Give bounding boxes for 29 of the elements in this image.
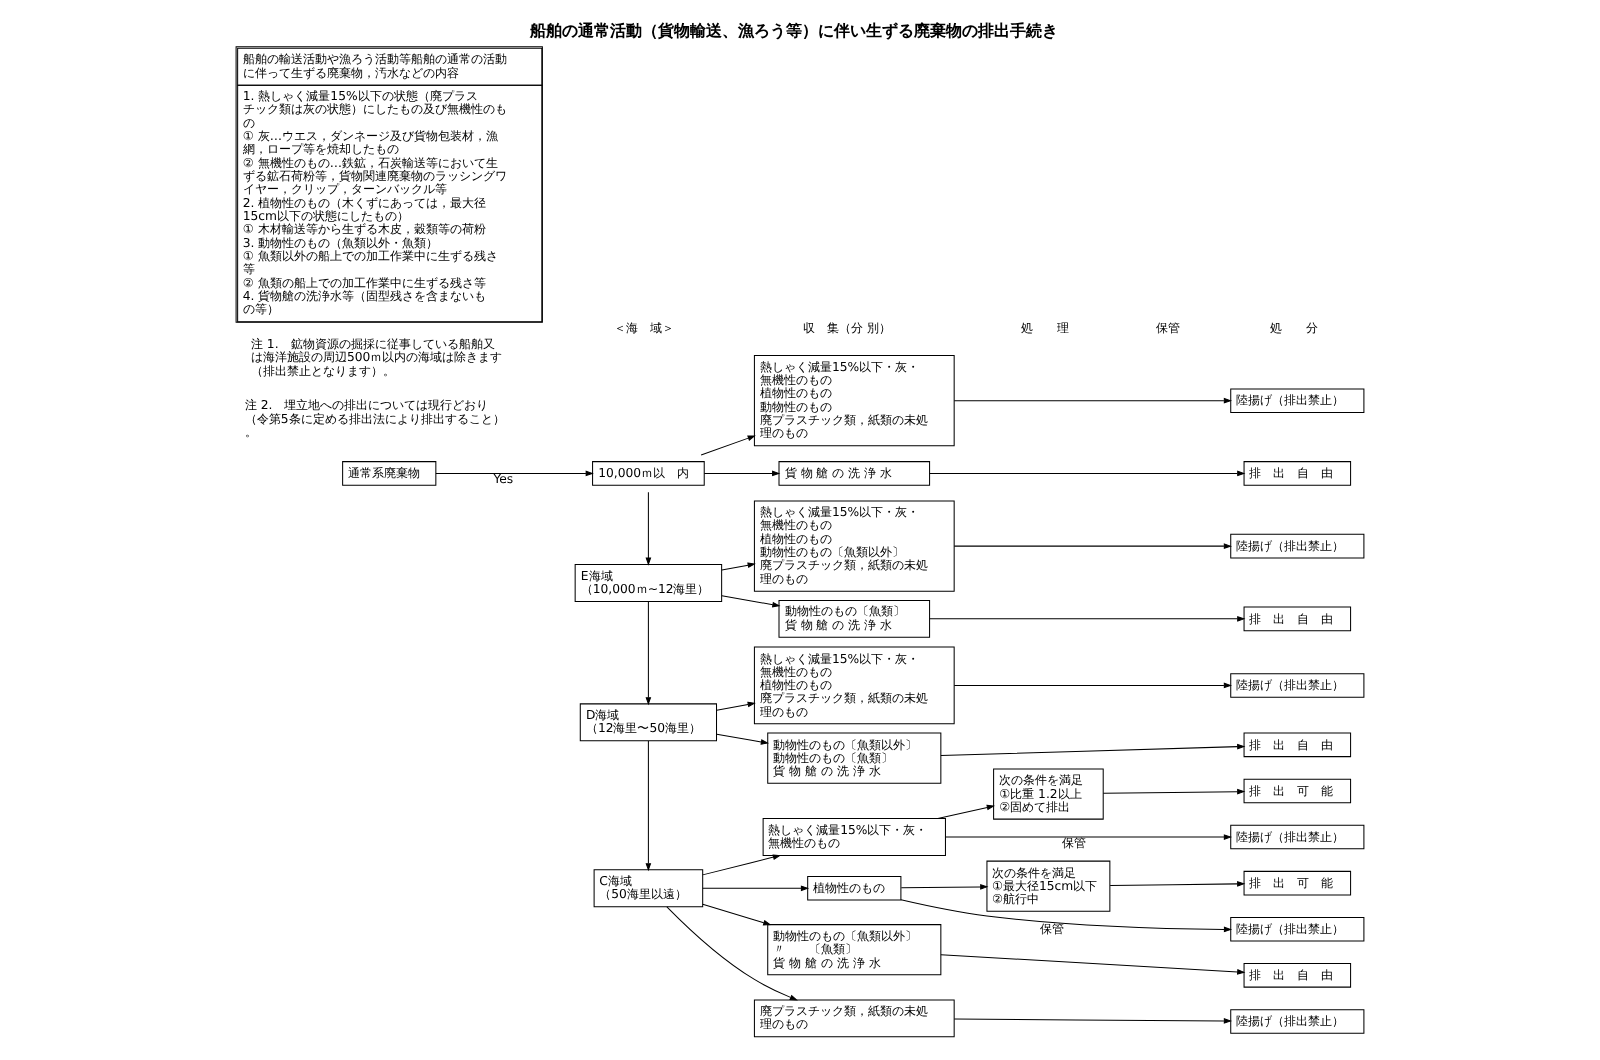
arrow <box>435 470 594 477</box>
arrow <box>702 903 772 926</box>
arrow <box>929 470 1246 477</box>
arrow <box>645 491 652 566</box>
arrow <box>645 740 652 872</box>
arrow <box>953 543 1232 549</box>
arrow <box>700 435 756 456</box>
arrow <box>1102 788 1246 795</box>
arrow <box>716 701 756 711</box>
arrow <box>645 601 652 706</box>
arrow <box>1109 881 1246 887</box>
arrow <box>721 595 781 608</box>
arrow <box>703 470 781 477</box>
arrow <box>900 899 1233 933</box>
arrow <box>929 616 1246 622</box>
arrow <box>666 906 798 1001</box>
arrow <box>953 1018 1232 1024</box>
arrow <box>702 854 782 876</box>
arrow <box>940 954 1246 975</box>
arrow <box>937 804 995 820</box>
arrow <box>945 834 1233 840</box>
arrow <box>953 682 1232 689</box>
diagram-title: 船舶の通常活動（貨物輸送、漁ろう等）に伴い生ずる廃棄物の排出手続き <box>530 20 1059 41</box>
arrow <box>953 397 1232 404</box>
arrow <box>940 743 1246 757</box>
arrow <box>721 562 756 571</box>
arrow <box>900 884 989 890</box>
arrow <box>702 885 810 892</box>
arrow <box>716 733 769 745</box>
